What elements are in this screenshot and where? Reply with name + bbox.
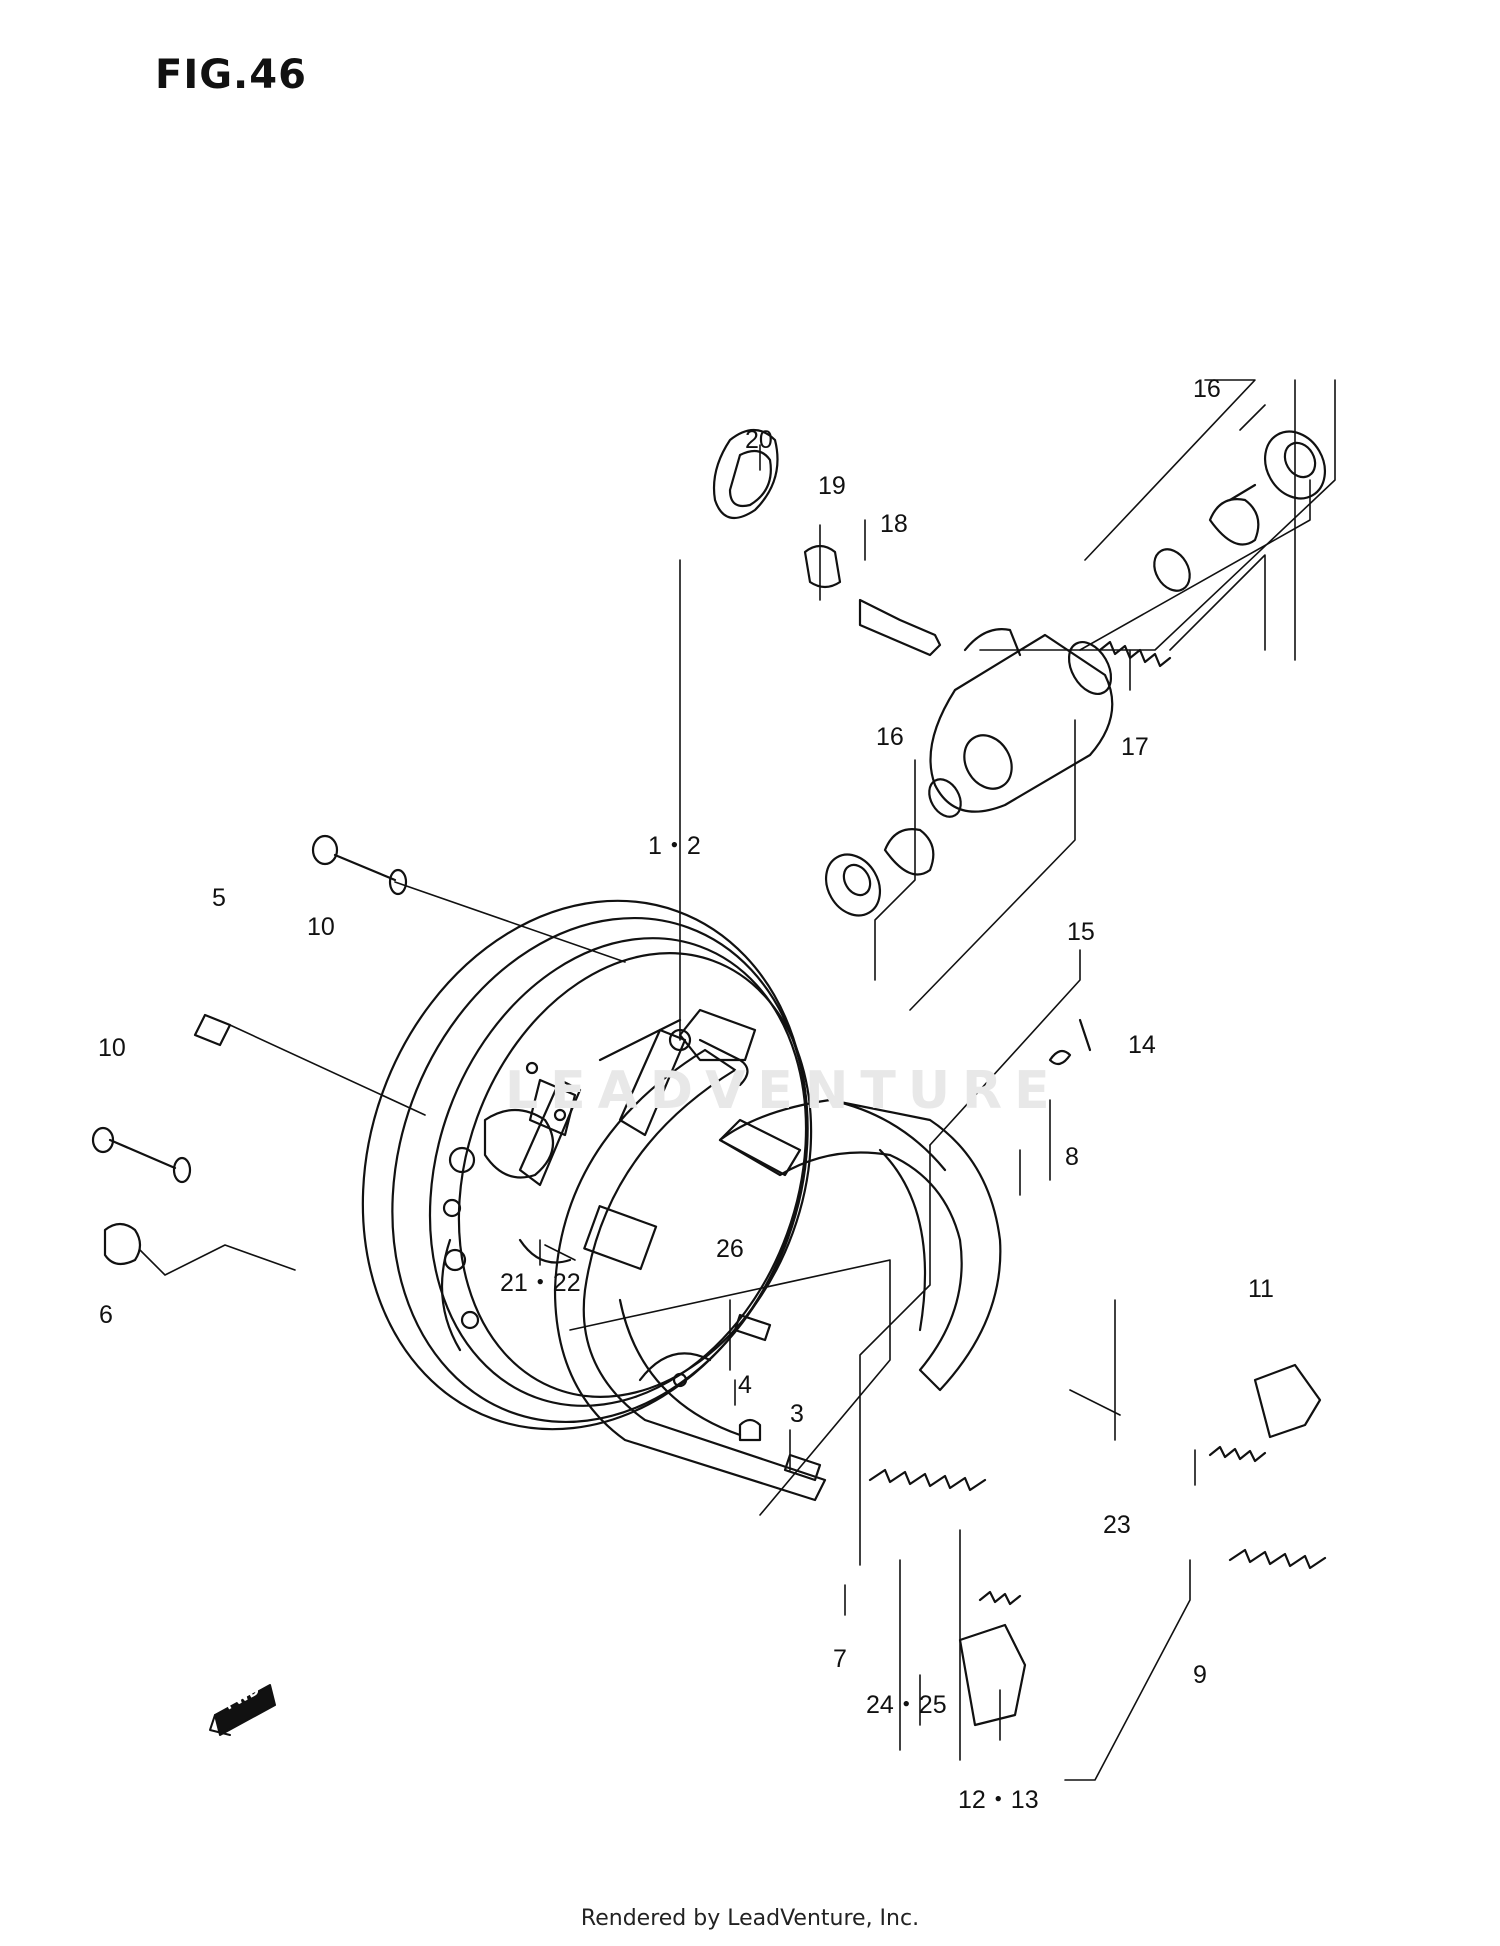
figure-title: FIG.46 <box>155 52 307 98</box>
brake-shoe-left <box>553 1048 827 1502</box>
callout-16b: 16 <box>876 723 904 751</box>
callout-3: 3 <box>790 1400 804 1428</box>
clip-parts <box>958 1363 1322 1727</box>
wheel-cylinder <box>929 628 1114 813</box>
callout-18: 18 <box>880 510 908 538</box>
callout-11: 11 <box>1248 1275 1274 1303</box>
brake-backing-plate <box>361 899 813 1431</box>
callout-10a: 10 <box>307 913 335 941</box>
callout-1-2: 1・2 <box>648 832 701 860</box>
callout-12-13: 12・13 <box>958 1786 1039 1814</box>
callout-16a: 16 <box>1193 375 1221 403</box>
fasteners <box>91 834 822 1482</box>
callout-4: 4 <box>738 1371 752 1399</box>
bleeder-parts <box>712 428 942 657</box>
callout-6: 6 <box>99 1301 113 1329</box>
fwd-arrow <box>209 1684 276 1736</box>
callout-26: 26 <box>716 1235 744 1263</box>
return-springs <box>868 1018 1327 1606</box>
callout-15: 15 <box>1067 918 1095 946</box>
leader-lines <box>139 379 1336 1781</box>
callout-8: 8 <box>1065 1143 1079 1171</box>
callout-19: 19 <box>818 472 846 500</box>
callout-21-22: 21・22 <box>500 1269 581 1297</box>
callout-17: 17 <box>1121 733 1149 761</box>
cylinder-internals <box>824 430 1327 917</box>
footer-credit: Rendered by LeadVenture, Inc. <box>580 1906 920 1931</box>
callout-14: 14 <box>1128 1031 1156 1059</box>
callout-24-25: 24・25 <box>866 1691 947 1719</box>
callout-20: 20 <box>745 426 773 454</box>
callout-5: 5 <box>212 884 226 912</box>
brake-shoe-right <box>718 1098 1002 1392</box>
callout-23: 23 <box>1103 1511 1131 1539</box>
watermark-text: LEADVENTURE <box>505 1061 1062 1121</box>
callout-9: 9 <box>1193 1661 1207 1689</box>
callout-10b: 10 <box>98 1034 126 1062</box>
callout-labels: 1・2 3 4 5 6 7 8 9 10 10 11 12・13 14 15 1… <box>98 375 1274 1814</box>
callout-7: 7 <box>833 1645 847 1673</box>
